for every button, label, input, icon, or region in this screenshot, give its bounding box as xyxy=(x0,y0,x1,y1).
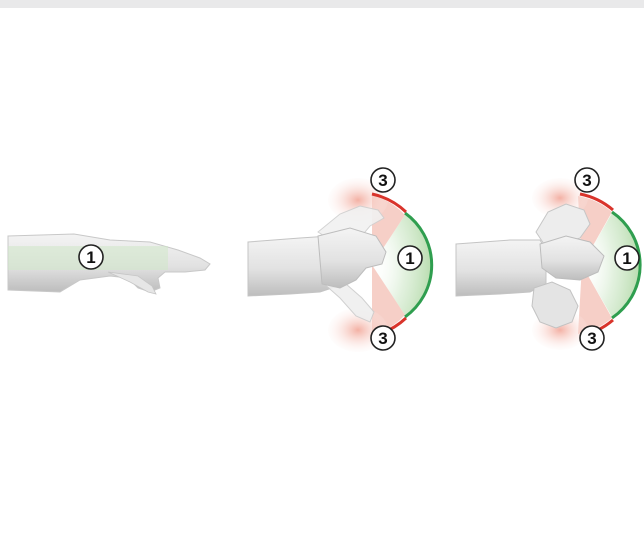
figure-neutral-wrist: 1 xyxy=(8,234,210,294)
badge-neutral: 1 xyxy=(79,245,103,269)
badge-top: 3 xyxy=(371,168,395,192)
badge-bottom: 3 xyxy=(371,326,395,350)
svg-text:3: 3 xyxy=(378,329,387,348)
diagram-stage: 1 3 1 3 xyxy=(0,8,644,547)
badge-mid: 1 xyxy=(398,246,422,270)
figure-deviation-fist: 3 1 3 xyxy=(456,168,640,350)
wrist-posture-diagram: 1 3 1 3 xyxy=(0,8,644,547)
forearm xyxy=(456,240,546,296)
badge-mid: 1 xyxy=(615,246,639,270)
figure-flexion-extension: 3 1 3 xyxy=(248,168,432,352)
svg-text:1: 1 xyxy=(405,249,414,268)
svg-text:1: 1 xyxy=(86,248,95,267)
top-band xyxy=(0,0,644,8)
svg-text:3: 3 xyxy=(378,171,387,190)
svg-text:1: 1 xyxy=(622,249,631,268)
svg-text:3: 3 xyxy=(587,329,596,348)
badge-bottom: 3 xyxy=(580,326,604,350)
svg-text:3: 3 xyxy=(582,171,591,190)
badge-top: 3 xyxy=(575,168,599,192)
